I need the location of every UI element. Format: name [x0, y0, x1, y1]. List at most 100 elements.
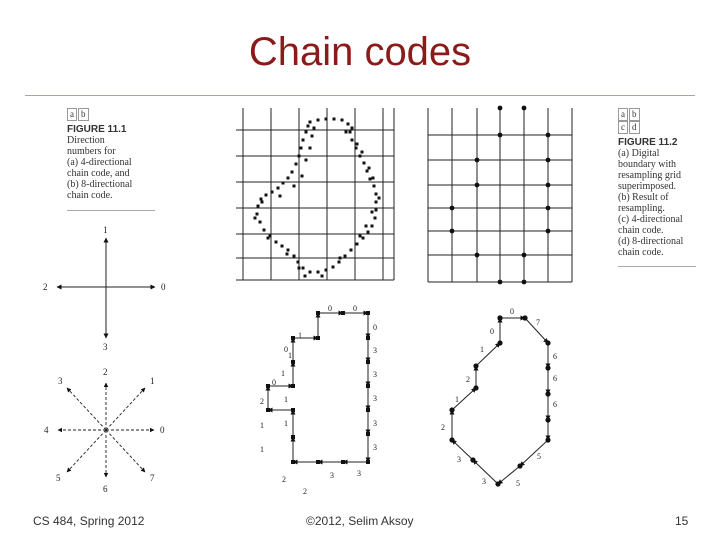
chain-code-label: 6	[553, 374, 557, 383]
boundary-pixel	[370, 210, 374, 214]
boundary-pixel	[262, 228, 266, 232]
direction-label-1: 1	[150, 376, 155, 386]
boundary-pixel	[258, 220, 262, 224]
boundary-pixel	[308, 120, 312, 124]
boundary-pixel	[276, 186, 280, 190]
boundary-pixel	[373, 216, 377, 220]
chain-point	[449, 437, 455, 443]
chain-code-label: 1	[480, 345, 484, 354]
chain-point	[449, 407, 455, 413]
boundary-pixel	[285, 252, 289, 256]
boundary-pixel	[367, 166, 371, 170]
boundary-pixel	[371, 176, 375, 180]
chain-point	[497, 340, 503, 346]
boundary-pixel	[358, 234, 362, 238]
boundary-pixel	[264, 193, 268, 197]
direction-label-0: 0	[161, 282, 166, 292]
chain-code-label: 0	[510, 307, 514, 316]
boundary-pixel	[320, 274, 324, 278]
direction-label-7: 7	[150, 473, 155, 483]
caption-line: chain code, and	[67, 168, 130, 179]
caption-line: (a) Digital	[618, 148, 660, 159]
chain-code-label: 3	[373, 443, 377, 452]
resampled-point	[545, 132, 551, 138]
boundary-pixel	[270, 190, 274, 194]
boundary-pixel	[337, 260, 341, 264]
caption-line: superimposed.	[618, 181, 677, 192]
panel-label-a: a	[67, 108, 77, 121]
boundary-pixel	[370, 224, 374, 228]
four-direction-diagram	[56, 237, 156, 339]
chain-code-label: 3	[457, 455, 461, 464]
boundary-pixel	[344, 130, 348, 134]
chain-code-label: 2	[260, 397, 264, 406]
chain-code-label: 7	[536, 318, 540, 327]
chain-point	[545, 391, 551, 397]
chain-point	[316, 311, 320, 315]
boundary-pixel	[255, 212, 259, 216]
chain-code-label: 1	[281, 369, 285, 378]
chain-point	[366, 360, 370, 364]
panel-label-c: c	[618, 121, 628, 134]
boundary-pixel	[280, 244, 284, 248]
chain-code-label: 3	[373, 346, 377, 355]
boundary-pixel	[268, 234, 272, 238]
direction-label-3: 3	[103, 342, 108, 352]
footer-course: CS 484, Spring 2012	[33, 514, 145, 528]
boundary-pixel	[374, 208, 378, 212]
chain-code-label: 3	[357, 469, 361, 478]
boundary-pixel	[278, 194, 282, 198]
chain-code-label: 6	[553, 400, 557, 409]
boundary-pixel	[350, 138, 354, 142]
chain-point	[291, 460, 295, 464]
direction-label-2: 2	[43, 282, 48, 292]
chain-point	[316, 460, 320, 464]
resampled-point	[449, 228, 455, 234]
boundary-pixel	[292, 184, 296, 188]
caption-line: numbers for	[67, 146, 116, 157]
direction-label-6: 6	[103, 484, 108, 494]
boundary-pixel	[253, 216, 257, 220]
resampled-point	[497, 105, 503, 111]
slide-title: Chain codes	[248, 30, 472, 74]
eight-direction-chain-code	[449, 315, 551, 485]
boundary-pixel	[348, 130, 352, 134]
caption-rule	[67, 210, 155, 211]
boundary-pixel	[286, 248, 290, 252]
chain-point	[291, 408, 295, 412]
chain-code-label: 3	[373, 419, 377, 428]
resampled-point	[545, 228, 551, 234]
chain-point	[495, 481, 501, 487]
resampled-point	[497, 279, 503, 285]
boundary-pixel	[304, 158, 308, 162]
boundary-pixel	[297, 266, 301, 270]
direction-label-1: 1	[103, 225, 108, 235]
digital-boundary-grid	[236, 108, 395, 281]
chain-code-label: 2	[282, 475, 286, 484]
chain-point	[291, 435, 295, 439]
boundary-pixel	[308, 270, 312, 274]
boundary-pixel	[259, 197, 263, 201]
boundary-pixel	[362, 161, 366, 165]
caption-line: chain code.	[618, 247, 664, 258]
chain-point	[266, 384, 270, 388]
chain-point	[291, 336, 295, 340]
resampled-point	[521, 279, 527, 285]
resampled-point	[545, 157, 551, 163]
boundary-pixel	[294, 162, 298, 166]
chain-arrow	[472, 459, 499, 485]
boundary-pixel	[310, 134, 314, 138]
boundary-pixel	[296, 260, 300, 264]
resampled-point	[545, 182, 551, 188]
boundary-pixel	[292, 254, 296, 258]
chain-code-label: 1	[284, 419, 288, 428]
four-direction-chain-code	[265, 310, 371, 465]
direction-label-0: 0	[160, 425, 165, 435]
chain-code-label: 1	[298, 331, 302, 340]
caption-line: boundary with	[618, 159, 677, 170]
chain-point	[545, 340, 551, 346]
chain-point	[291, 360, 295, 364]
